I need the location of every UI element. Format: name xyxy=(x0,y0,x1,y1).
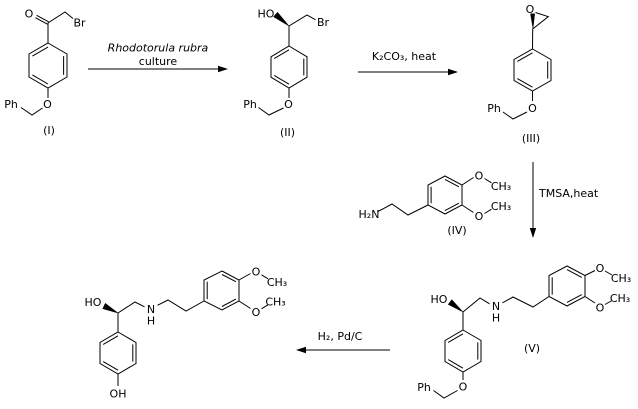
phenyl-label: Ph xyxy=(487,102,501,115)
arrowhead-left-icon xyxy=(296,346,306,354)
phenyl-label: Ph xyxy=(417,381,431,394)
methyl-bottom-label: CH₃ xyxy=(265,296,285,309)
ether-oxygen-label: O xyxy=(43,98,52,111)
compound-iii-label: (III) xyxy=(522,132,540,145)
carbonyl-oxygen-label: O xyxy=(25,8,34,21)
methyl-top-label: CH₃ xyxy=(491,180,511,193)
compound-v-bonds xyxy=(433,265,613,399)
ether-oxygen-label: O xyxy=(459,381,468,394)
hydroxyl-label: HO xyxy=(85,296,102,309)
methyl-top-label: CH₃ xyxy=(611,272,631,285)
compound-i-structure: O Br O Ph (I) xyxy=(4,8,86,138)
reagent-text-organism: Rhodotorula rubra xyxy=(108,42,209,55)
compound-i-label: (I) xyxy=(43,124,55,137)
methoxy-oxygen-bottom-label: O xyxy=(252,306,261,319)
methoxy-oxygen-top-label: O xyxy=(252,266,261,279)
compound-iv-label: (IV) xyxy=(447,224,466,237)
arrowhead-right-icon xyxy=(448,68,458,76)
epoxide-oxygen-label: O xyxy=(526,3,535,16)
amine-n-label: N xyxy=(147,303,155,316)
compound-iv-structure: H₂N O CH₃ O CH₃ (IV) xyxy=(359,170,512,238)
stereo-wedge-bond xyxy=(447,299,464,313)
compound-iv-bonds xyxy=(377,175,492,216)
arrowhead-right-icon xyxy=(218,65,228,73)
stereo-wedge-bond xyxy=(273,11,290,27)
reaction-arrow-step3: TMSA,heat xyxy=(529,162,599,238)
phenyl-label: Ph xyxy=(243,98,257,111)
final-product-structure: HO N H O CH₃ O CH₃ OH xyxy=(85,266,288,401)
methoxy-oxygen-bottom-label: O xyxy=(596,302,605,315)
ether-oxygen-label: O xyxy=(528,102,537,115)
compound-iii-bonds xyxy=(502,12,552,120)
compound-v-label: (V) xyxy=(524,342,540,355)
bromine-label: Br xyxy=(73,17,86,30)
compound-ii-structure: HO Br O Ph (II) xyxy=(243,8,329,140)
reagent-text-culture: culture xyxy=(139,55,178,68)
compound-ii-bonds xyxy=(258,14,316,116)
compound-iii-structure: O O Ph (III) xyxy=(487,3,552,145)
methoxy-oxygen-top-label: O xyxy=(596,262,605,275)
arrowhead-down-icon xyxy=(529,228,537,238)
reaction-arrow-step1: Rhodotorula rubra culture xyxy=(88,42,228,73)
phenyl-label: Ph xyxy=(4,98,18,111)
bromine-label: Br xyxy=(317,16,330,29)
compound-v-structure: HO N H O CH₃ O CH₃ O Ph (V) xyxy=(417,262,631,399)
methoxy-oxygen-bottom-label: O xyxy=(475,210,484,223)
amine-h-label: H xyxy=(147,315,155,328)
phenol-oh-label: OH xyxy=(110,388,127,401)
reaction-arrow-step4: H₂, Pd/C xyxy=(296,330,390,354)
amine-label: H₂N xyxy=(359,208,380,221)
methyl-bottom-label: CH₃ xyxy=(610,292,630,305)
compound-ii-label: (II) xyxy=(280,126,295,139)
final-product-bonds xyxy=(99,270,269,386)
methyl-bottom-label: CH₃ xyxy=(491,200,511,213)
hydroxyl-label: HO xyxy=(431,293,448,306)
stereo-wedge-bond xyxy=(530,13,535,29)
reagent-text: K₂CO₃, heat xyxy=(372,50,437,63)
reagent-text: H₂, Pd/C xyxy=(318,330,363,343)
compound-i-bonds xyxy=(20,11,74,116)
amine-n-label: N xyxy=(492,300,500,313)
methoxy-oxygen-top-label: O xyxy=(475,170,484,183)
reaction-arrow-step2: K₂CO₃, heat xyxy=(358,50,458,76)
ether-oxygen-label: O xyxy=(284,98,293,111)
hydroxyl-label: HO xyxy=(258,8,275,21)
reagent-text: TMSA,heat xyxy=(538,187,599,200)
amine-h-label: H xyxy=(492,312,500,325)
stereo-wedge-bond xyxy=(102,302,119,314)
methyl-top-label: CH₃ xyxy=(267,276,287,289)
